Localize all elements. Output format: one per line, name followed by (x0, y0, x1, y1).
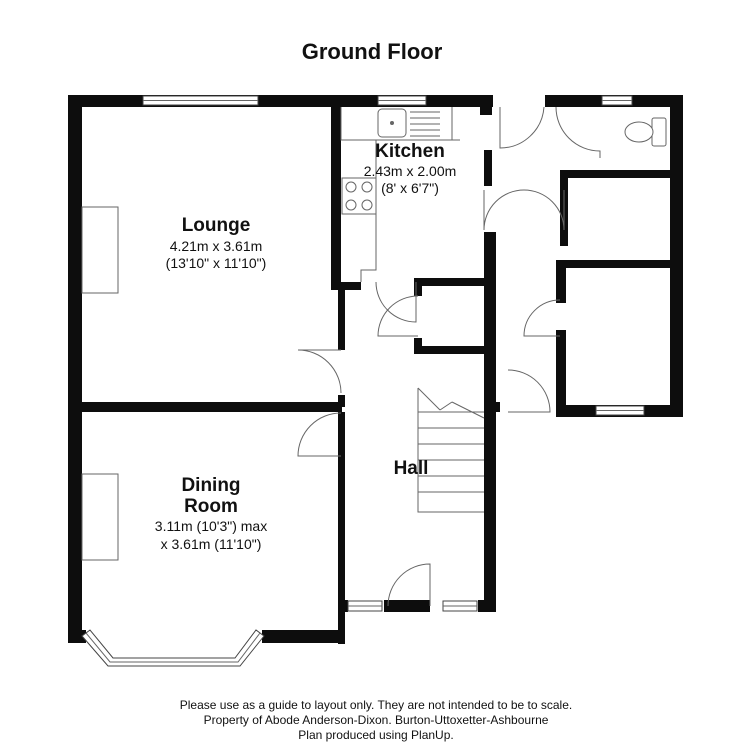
walls (68, 95, 683, 644)
lounge-name: Lounge (182, 215, 251, 236)
staircase (417, 387, 485, 513)
kitchen-dim-imperial: (8' x 6'7") (381, 180, 439, 196)
dining-name-line1: Dining (181, 475, 240, 496)
dining-dim-line2: x 3.61m (11'10") (161, 536, 262, 552)
lounge-chimney-breast (81, 206, 119, 294)
sink-icon (377, 108, 440, 138)
toilet-icon (624, 117, 667, 147)
hall-name: Hall (394, 458, 429, 479)
disclaimer-line3: Plan produced using PlanUp. (298, 728, 453, 742)
hob-icon (341, 177, 377, 215)
kitchen-dim-metric: 2.43m x 2.00m (364, 163, 457, 179)
bay-window (81, 629, 265, 667)
kitchen-name: Kitchen (375, 141, 445, 162)
lounge-dim-metric: 4.21m x 3.61m (170, 238, 263, 254)
disclaimer: Please use as a guide to layout only. Th… (180, 698, 572, 742)
lounge-dim-imperial: (13'10" x 11'10") (166, 255, 267, 271)
kitchen-label: Kitchen 2.43m x 2.00m (8' x 6'7") (364, 141, 457, 196)
lounge-label: Lounge 4.21m x 3.61m (13'10" x 11'10") (166, 215, 267, 271)
dining-label: Dining Room 3.11m (10'3") max x 3.61m (1… (155, 475, 267, 552)
dining-chimney-breast (81, 473, 119, 561)
windows (81, 95, 645, 667)
dining-name-line2: Room (184, 496, 238, 517)
disclaimer-line2: Property of Abode Anderson-Dixon. Burton… (204, 713, 549, 727)
plan-title: Ground Floor (302, 39, 443, 64)
disclaimer-line1: Please use as a guide to layout only. Th… (180, 698, 572, 712)
doors (297, 106, 601, 607)
dining-dim-line1: 3.11m (10'3") max (155, 518, 267, 534)
